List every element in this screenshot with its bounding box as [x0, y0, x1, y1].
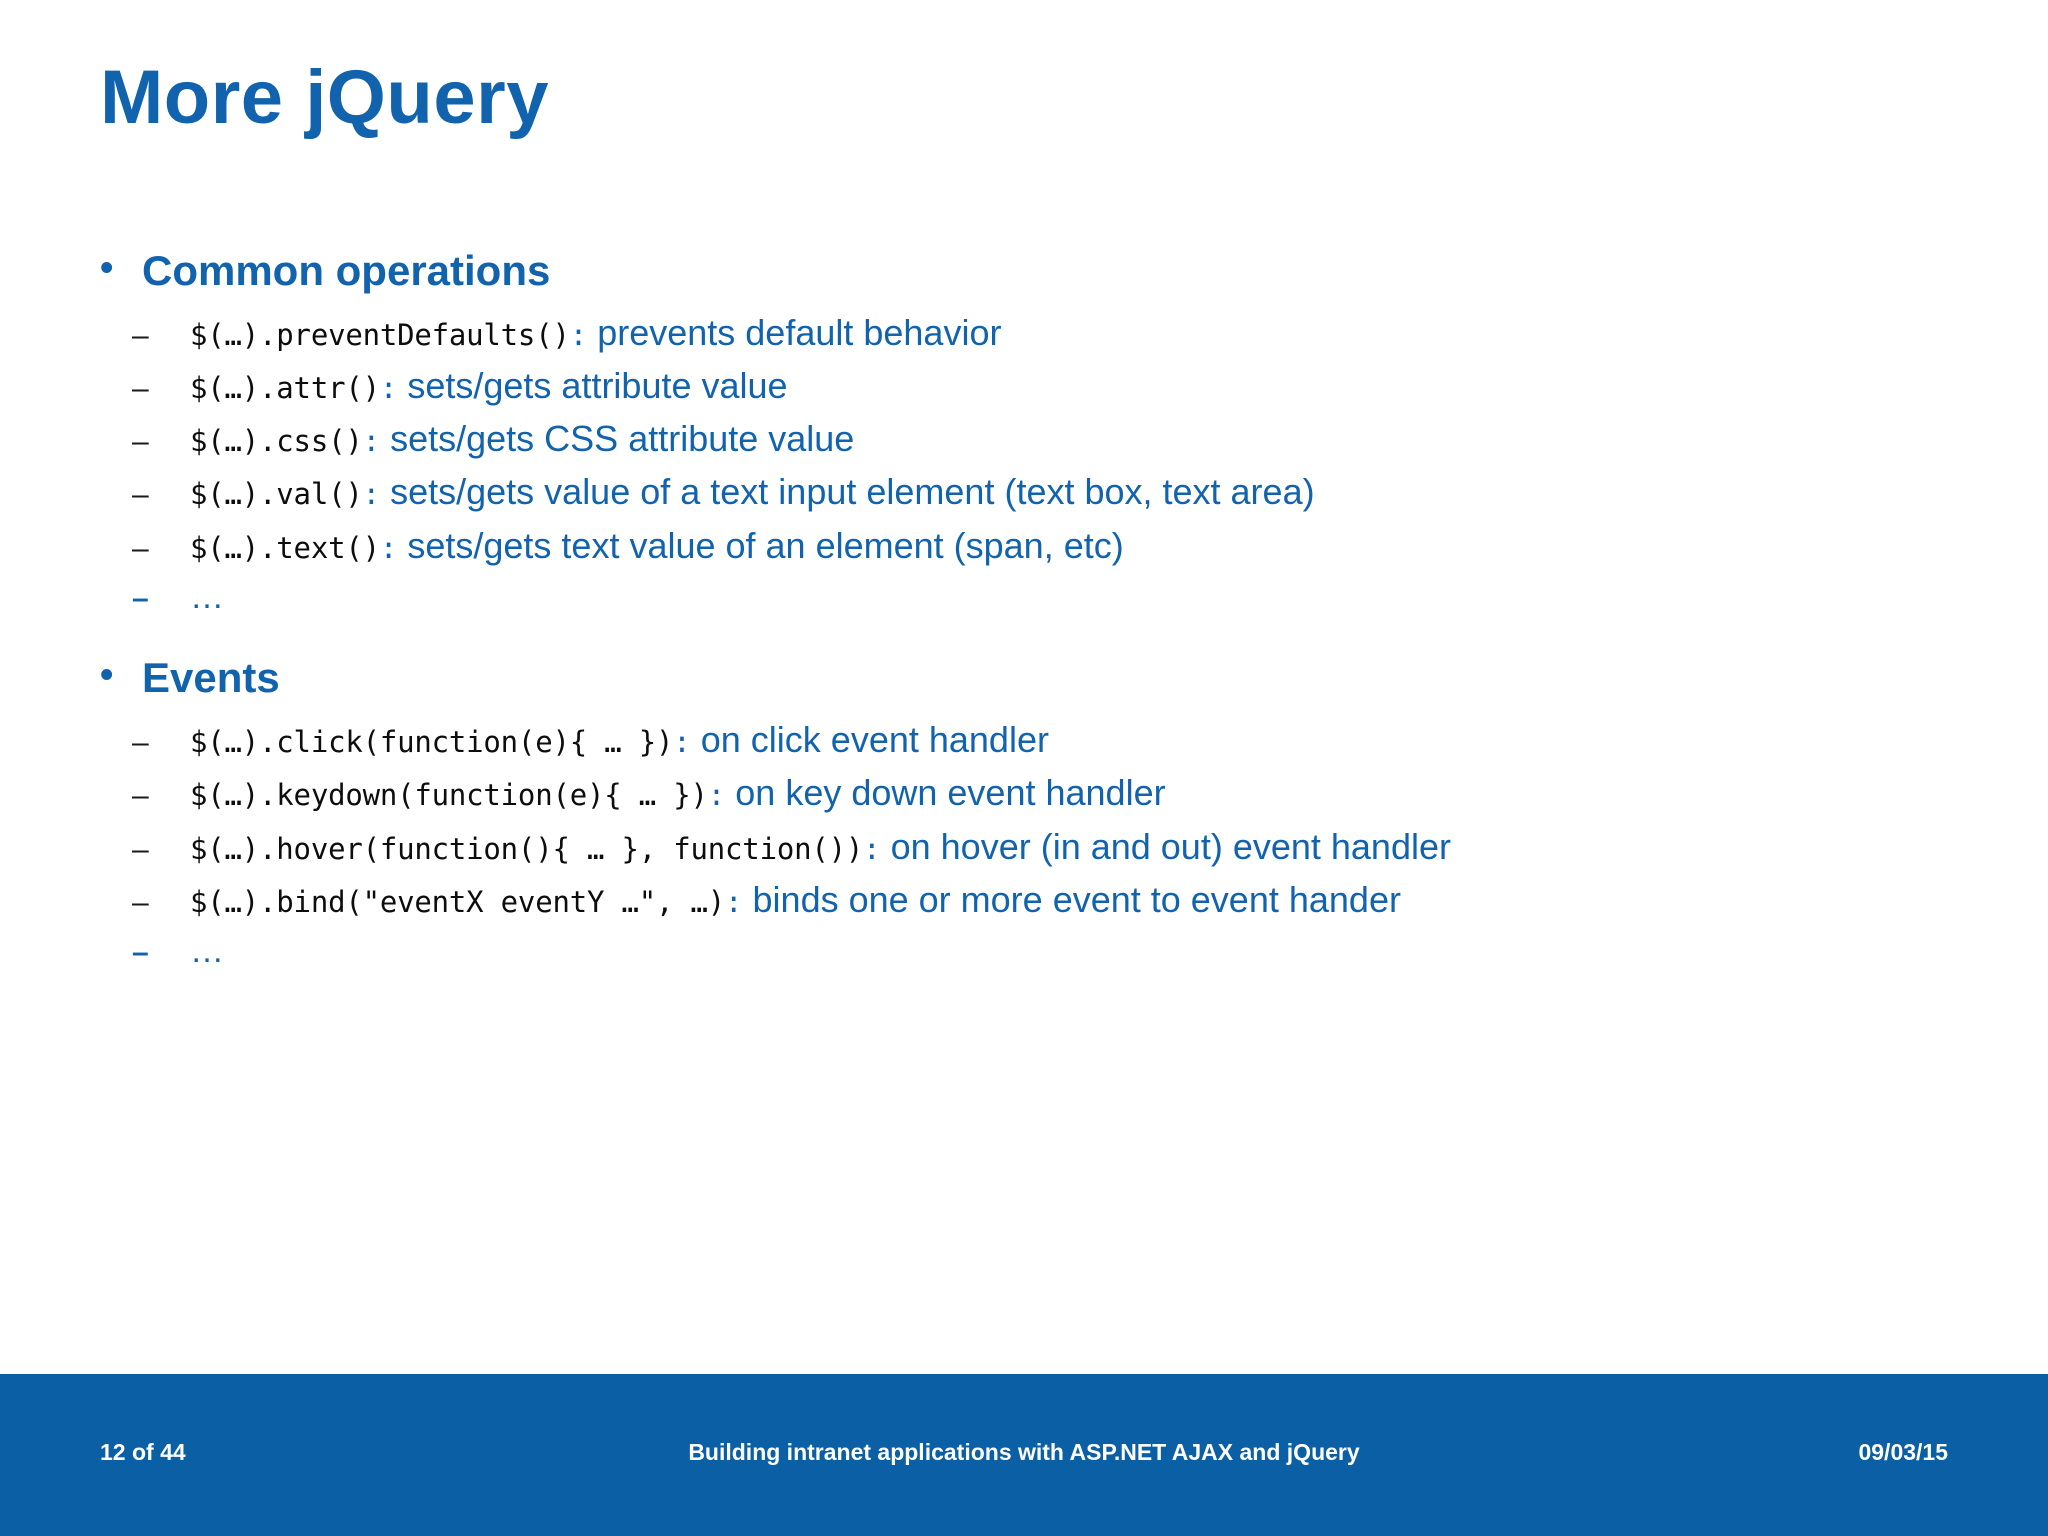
description-label: on key down event handler	[735, 772, 1166, 814]
code-snippet: $(…).attr()	[190, 370, 380, 405]
list-item: – $(…).keydown(function(e){ … }): on key…	[90, 766, 1988, 819]
bullet-heading-common-operations: • Common operations	[90, 245, 1988, 298]
description-label: on hover (in and out) event handler	[890, 825, 1451, 867]
code-snippet: $(…).preventDefaults()	[190, 317, 570, 352]
bullet-heading-label: Common operations	[142, 247, 551, 294]
description-space	[397, 525, 407, 566]
bullet-dot-icon: •	[100, 654, 114, 697]
description-label: binds one or more event to event hander	[752, 878, 1401, 920]
list-item: – $(…).click(function(e){ … }): on click…	[90, 713, 1988, 766]
description-label: sets/gets text value of an element (span…	[407, 524, 1124, 566]
code-colon: :	[707, 778, 726, 813]
description-space	[380, 418, 390, 459]
description-label: on click event handler	[700, 718, 1049, 760]
code-snippet: $(…).text()	[190, 530, 380, 565]
dash-marker-icon: –	[132, 318, 149, 352]
footer-deck-title: Building intranet applications with ASP.…	[688, 1438, 1360, 1465]
description-space	[881, 826, 891, 867]
code-colon: :	[569, 317, 588, 352]
dash-marker-icon: –	[132, 885, 149, 919]
footer-content: 12 of 44 Building intranet applications …	[0, 1432, 2048, 1472]
code-colon: :	[725, 884, 743, 919]
code-colon: :	[863, 831, 881, 866]
code-colon: :	[379, 530, 398, 565]
bullet-group-common-operations: • Common operations – $(…).preventDefaul…	[90, 245, 1988, 622]
code-snippet: $(…).css()	[190, 424, 363, 459]
list-item: – $(…).css(): sets/gets CSS attribute va…	[90, 412, 1988, 465]
list-item-content: $(…).keydown(function(e){ … }): on key d…	[190, 766, 1988, 819]
bullet-dot-icon: •	[100, 247, 114, 289]
ellipsis-label: …	[190, 932, 224, 971]
list-item-content: $(…).preventDefaults(): prevents default…	[190, 306, 1988, 359]
description-space	[725, 772, 735, 813]
bullet-heading-label: Events	[142, 654, 280, 702]
list-item-content: $(…).text(): sets/gets text value of an …	[190, 519, 1988, 572]
list-item: – $(…).val(): sets/gets value of a text …	[90, 465, 1988, 518]
list-item-content: $(…).click(function(e){ … }): on click e…	[190, 713, 1988, 766]
dash-marker-icon: –	[132, 936, 149, 970]
description-space	[380, 471, 390, 512]
list-item-content: $(…).css(): sets/gets CSS attribute valu…	[190, 412, 1988, 465]
code-colon: :	[362, 477, 381, 512]
dash-marker-icon: –	[132, 779, 149, 813]
code-snippet: $(…).hover(function(){ … }, function())	[190, 831, 864, 866]
bullet-heading-events: • Events	[90, 652, 1988, 705]
description-space	[743, 879, 753, 920]
description-label: sets/gets value of a text input element …	[390, 471, 1315, 513]
code-snippet: $(…).keydown(function(e){ … })	[190, 778, 708, 813]
section-spacer	[90, 626, 1988, 652]
description-text	[587, 312, 597, 353]
dash-marker-icon: –	[132, 371, 149, 405]
description-label: sets/gets CSS attribute value	[390, 418, 855, 460]
page-title: More jQuery	[100, 55, 549, 140]
dash-marker-icon: –	[132, 425, 149, 459]
description-space	[397, 365, 407, 406]
dash-marker-icon: –	[132, 582, 149, 616]
list-item-content: $(…).bind("eventX eventY …", …): binds o…	[190, 873, 1988, 926]
code-snippet: $(…).val()	[190, 477, 363, 512]
footer-page-number: 12 of 44	[100, 1438, 186, 1465]
description-label: prevents default behavior	[597, 311, 1002, 353]
code-snippet: $(…).click(function(e){ … })	[190, 724, 674, 759]
dash-marker-icon: –	[132, 832, 149, 866]
list-item: – $(…).text(): sets/gets text value of a…	[90, 519, 1988, 572]
footer-date: 09/03/15	[1858, 1438, 1948, 1465]
list-item-ellipsis: – …	[90, 572, 1988, 622]
code-colon: :	[673, 724, 691, 759]
code-colon: :	[379, 370, 398, 405]
slide-body: • Common operations – $(…).preventDefaul…	[90, 245, 1988, 980]
dash-marker-icon: –	[132, 478, 149, 512]
list-item-ellipsis: – …	[90, 926, 1988, 976]
code-snippet: $(…).bind("eventX eventY …", …)	[190, 884, 726, 919]
description-space	[691, 719, 701, 760]
list-item: – $(…).preventDefaults(): prevents defau…	[90, 306, 1988, 359]
list-item: – $(…).attr(): sets/gets attribute value	[90, 359, 1988, 412]
list-item-content: $(…).val(): sets/gets value of a text in…	[190, 465, 1988, 518]
bullet-group-events: • Events – $(…).click(function(e){ … }):…	[90, 652, 1988, 976]
ellipsis-label: …	[190, 578, 224, 617]
slide-footer: 12 of 44 Building intranet applications …	[0, 1374, 2048, 1536]
list-item: – $(…).bind("eventX eventY …", …): binds…	[90, 873, 1988, 926]
list-item: – $(…).hover(function(){ … }, function()…	[90, 820, 1988, 873]
dash-marker-icon: –	[132, 725, 149, 759]
code-colon: :	[362, 424, 381, 459]
list-item-content: $(…).hover(function(){ … }, function()):…	[190, 820, 1988, 873]
description-label: sets/gets attribute value	[407, 364, 788, 406]
list-item-content: $(…).attr(): sets/gets attribute value	[190, 359, 1988, 412]
dash-marker-icon: –	[132, 531, 149, 565]
